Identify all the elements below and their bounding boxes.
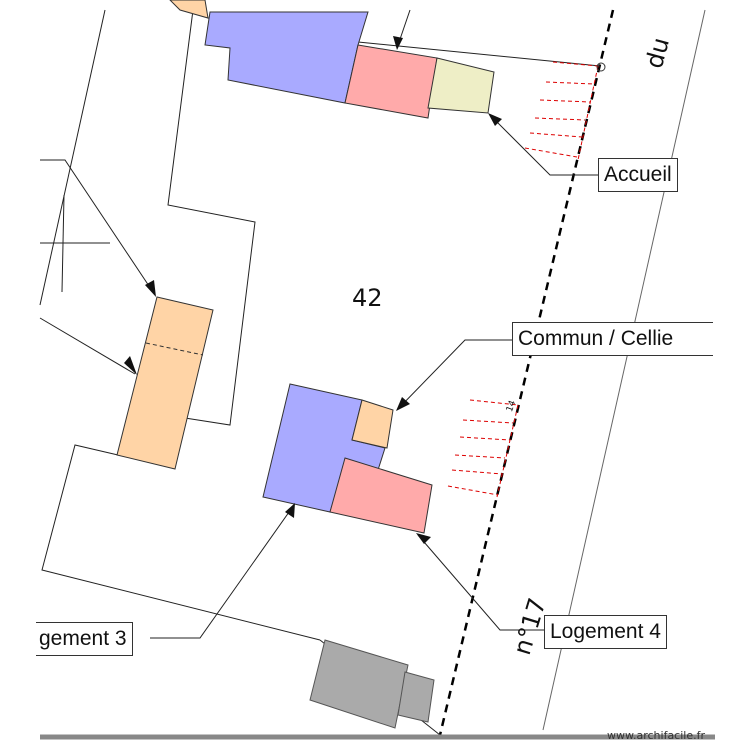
cross-mark-v	[61, 194, 65, 293]
building-top-orange	[169, 0, 209, 19]
road-edge-right	[542, 9, 706, 731]
parking-dashes-top	[524, 61, 599, 161]
callout-accueil: Accueil	[598, 158, 678, 192]
building-bottom-gray-annex	[397, 671, 435, 723]
callout-logement-3: gement 3	[36, 622, 133, 656]
building-left-divider	[145, 342, 204, 356]
leader-lines	[39, 9, 600, 639]
road-edge-left	[438, 9, 615, 736]
parking-dashes-middle	[447, 399, 519, 498]
building-logement4-pink	[329, 457, 433, 534]
building-top-blue	[204, 11, 369, 104]
building-top-yellow	[427, 57, 495, 114]
survey-point	[596, 62, 606, 72]
callout-commun-cellier: Commun / Cellie	[512, 322, 713, 356]
callout-logement-4: Logement 4	[544, 615, 667, 649]
parcel-boundary-lower	[41, 444, 321, 641]
leader-arrowheads	[124, 36, 502, 544]
lot-number-label: 42	[352, 284, 383, 312]
building-left-orange	[116, 296, 214, 470]
building-commun-orange	[351, 399, 394, 449]
watermark: www.archifacile.fr	[607, 729, 706, 742]
parcel-boundary-left	[39, 9, 106, 306]
building-bottom-gray	[309, 639, 409, 729]
building-top-pink	[344, 44, 438, 119]
parcel-boundary-inner	[167, 9, 256, 426]
